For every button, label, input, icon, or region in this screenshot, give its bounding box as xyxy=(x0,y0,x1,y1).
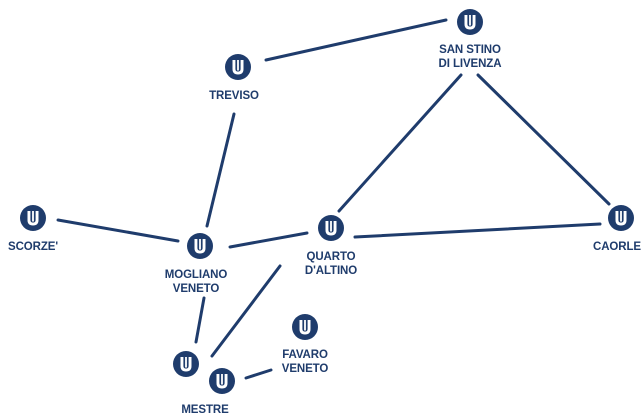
connection-line-treviso-san-stino xyxy=(264,18,448,62)
connection-line-quarto-mestre xyxy=(210,264,282,358)
connection-line-favaro-mestre-2 xyxy=(244,368,273,380)
location-label-favaro: FAVARO VENETO xyxy=(282,349,329,375)
location-label-line: VENETO xyxy=(282,363,329,375)
connection-line-treviso-mogliano xyxy=(205,112,236,228)
location-node-quarto[interactable]: QUARTO D'ALTINO xyxy=(305,215,357,277)
connection-line-quarto-caorle xyxy=(353,222,602,239)
connection-line-scorze-mogliano xyxy=(56,218,180,243)
connection-line-quarto-san-stino xyxy=(337,73,463,213)
connection-lines xyxy=(56,18,611,380)
location-label-line: SCORZE' xyxy=(8,241,58,253)
location-label-line: MESTRE xyxy=(181,404,229,416)
location-nodes: SAN STINO DI LIVENZA TREVISO SCORZE' MOGLIAN… xyxy=(8,9,642,416)
location-label-mestre: MESTRE xyxy=(181,404,229,416)
location-node-favaro[interactable]: FAVARO VENETO xyxy=(282,314,329,375)
location-label-line: SAN STINO xyxy=(439,44,501,56)
u-shield-icon xyxy=(20,205,46,231)
u-shield-icon xyxy=(209,368,235,394)
location-label-line: DI LIVENZA xyxy=(439,58,502,70)
u-shield-icon xyxy=(457,9,483,35)
u-shield-icon xyxy=(318,215,344,241)
location-node-treviso[interactable]: TREVISO xyxy=(209,54,259,102)
location-label-mogliano: MOGLIANO VENETO xyxy=(165,269,228,295)
u-shield-icon xyxy=(187,233,213,259)
connection-line-mogliano-quarto xyxy=(228,231,309,249)
location-label-scorze: SCORZE' xyxy=(8,241,58,253)
location-label-line: TREVISO xyxy=(209,90,259,102)
location-label-line: CAORLE xyxy=(593,241,641,253)
location-label-line: MOGLIANO xyxy=(165,269,228,281)
connection-line-mogliano-mestre xyxy=(194,296,206,344)
location-label-quarto: QUARTO D'ALTINO xyxy=(305,251,357,277)
location-node-san-stino[interactable]: SAN STINO DI LIVENZA xyxy=(439,9,502,70)
location-node-mestre[interactable]: MESTRE xyxy=(173,351,229,416)
location-label-line: QUARTO xyxy=(306,251,355,263)
location-node-caorle[interactable]: CAORLE xyxy=(593,205,642,253)
connection-line-san-stino-caorle xyxy=(476,73,611,206)
u-shield-icon xyxy=(292,314,318,340)
location-label-line: D'ALTINO xyxy=(305,265,357,277)
location-node-scorze[interactable]: SCORZE' xyxy=(8,205,58,253)
u-shield-icon xyxy=(225,54,251,80)
location-label-caorle: CAORLE xyxy=(593,241,641,253)
location-label-san-stino: SAN STINO DI LIVENZA xyxy=(439,44,502,70)
u-shield-icon xyxy=(608,205,634,231)
location-label-line: FAVARO xyxy=(282,349,328,361)
location-label-treviso: TREVISO xyxy=(209,90,259,102)
location-node-mogliano[interactable]: MOGLIANO VENETO xyxy=(165,233,228,295)
u-shield-icon xyxy=(173,351,199,377)
location-node-mestre-2[interactable] xyxy=(209,368,235,394)
location-label-line: VENETO xyxy=(173,283,220,295)
